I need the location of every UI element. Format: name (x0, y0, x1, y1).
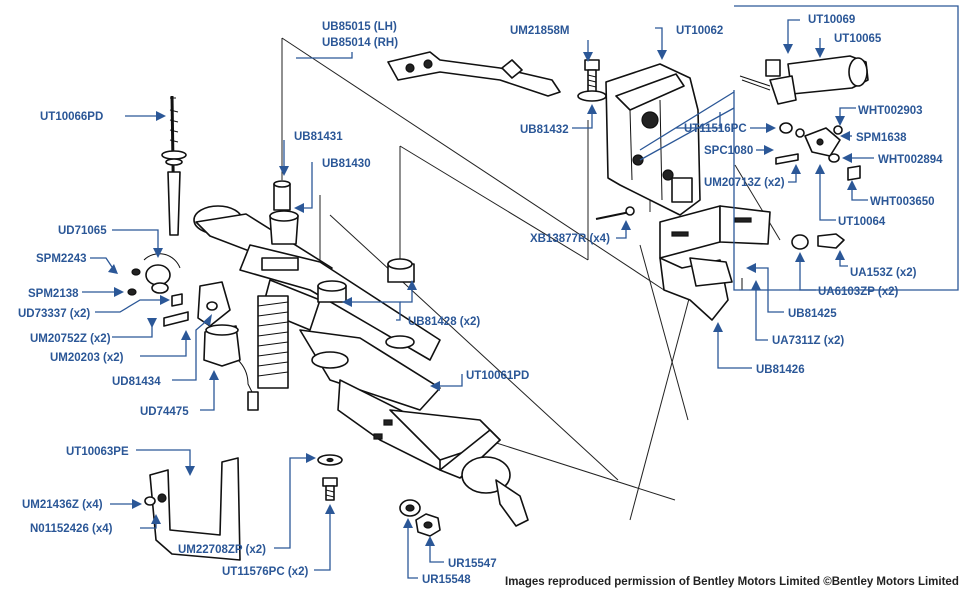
part-labels: UB85015 (LH) UB85014 (RH) UM21858M UT100… (18, 14, 943, 586)
label-um22708zp: UM22708ZP (x2) (178, 544, 266, 556)
line-art (127, 37, 869, 561)
label-wht003650: WHT003650 (870, 196, 935, 208)
small-parts (595, 122, 861, 220)
callout-lines (82, 5, 959, 579)
label-wht002903: WHT002903 (858, 105, 923, 117)
label-ub81425: UB81425 (788, 308, 837, 320)
label-ut10065: UT10065 (834, 33, 882, 45)
label-ut10061pd: UT10061PD (466, 370, 529, 382)
label-ut10062: UT10062 (676, 25, 723, 37)
label-spc1080: SPC1080 (704, 145, 753, 157)
label-ub85014: UB85014 (RH) (322, 37, 398, 49)
main-bracket (605, 63, 701, 216)
label-spm1638: SPM1638 (856, 132, 907, 144)
label-um20203: UM20203 (x2) (50, 352, 124, 364)
label-ut11516pc: UT11516PC (684, 123, 747, 135)
top-bracket (387, 51, 561, 97)
label-ua153z: UA153Z (x2) (850, 267, 917, 279)
label-ur15548: UR15548 (422, 574, 471, 586)
label-ua6103zp: UA6103ZP (x2) (818, 286, 898, 298)
label-ub81426: UB81426 (756, 364, 805, 376)
label-ub81431: UB81431 (294, 131, 343, 143)
nuts (399, 499, 441, 537)
column-body (193, 205, 529, 527)
label-ud73337: UD73337 (x2) (18, 308, 90, 320)
label-ub81432: UB81432 (520, 124, 569, 136)
label-ut10063pe: UT10063PE (66, 446, 129, 458)
label-ud81434: UD81434 (112, 376, 161, 388)
projection-lines (281, 37, 781, 521)
washer-screw (317, 454, 343, 501)
label-um21436z: UM21436Z (x4) (22, 499, 103, 511)
bushes (269, 180, 415, 303)
label-um20752z: UM20752Z (x2) (30, 333, 111, 345)
label-ub81428: UB81428 (x2) (408, 316, 480, 328)
guard (144, 457, 241, 561)
label-ud74475: UD74475 (140, 406, 189, 418)
label-um21858m: UM21858M (510, 25, 569, 37)
label-n01152426: N01152426 (x4) (30, 523, 113, 535)
label-ut11576pc: UT11576PC (x2) (222, 566, 308, 578)
label-xb13877r: XB13877R (x4) (530, 233, 610, 245)
label-um20713z: UM20713Z (x2) (704, 177, 785, 189)
label-ub81430: UB81430 (322, 158, 371, 170)
tie-rod (161, 95, 187, 236)
label-wht002894: WHT002894 (878, 154, 943, 166)
lower-bracket (659, 205, 845, 321)
label-ut10064: UT10064 (838, 216, 886, 228)
label-ur15547: UR15547 (448, 558, 497, 570)
label-ub85015: UB85015 (LH) (322, 21, 397, 33)
credit-text: Images reproduced permission of Bentley … (505, 576, 959, 588)
left-parts (127, 253, 259, 411)
top-bolt (577, 59, 607, 102)
label-ut10069: UT10069 (808, 14, 855, 26)
label-ud71065: UD71065 (58, 225, 107, 237)
coil-spring (257, 295, 289, 389)
label-ua7311z: UA7311Z (x2) (772, 335, 844, 347)
label-spm2243: SPM2243 (36, 253, 87, 265)
motor (739, 55, 869, 105)
label-spm2138: SPM2138 (28, 288, 79, 300)
label-ut10066pd: UT10066PD (40, 111, 103, 123)
